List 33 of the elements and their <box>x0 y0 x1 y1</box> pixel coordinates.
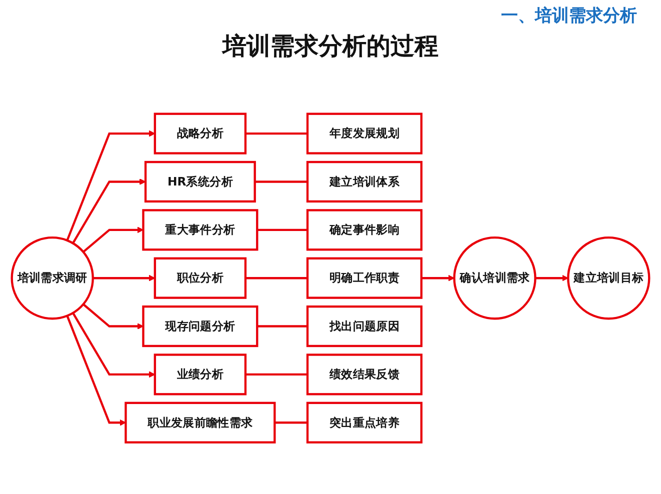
section-heading: 一、培训需求分析 <box>501 5 637 27</box>
node-box: 现存问题分析 <box>142 305 258 347</box>
node-circle: 确认培训需求 <box>453 236 536 320</box>
node-box: 年度发展规划 <box>306 112 422 154</box>
connector <box>274 421 308 424</box>
arrow <box>66 315 126 426</box>
node-box: 战略分析 <box>154 112 247 154</box>
node-box: 突出重点培养 <box>306 402 422 444</box>
arrow <box>535 274 568 282</box>
node-box: 绩效结果反馈 <box>306 354 422 396</box>
connector <box>257 228 308 231</box>
arrow <box>421 274 455 282</box>
diagram-title: 培训需求分析的过程 <box>220 31 440 62</box>
node-box: 职业发展前瞻性需求 <box>124 402 276 444</box>
connector <box>254 180 308 183</box>
connector <box>257 325 308 328</box>
node-box: 找出问题原因 <box>306 305 422 347</box>
connector <box>245 373 308 376</box>
connector <box>245 132 308 135</box>
node-box: 明确工作职责 <box>306 257 422 299</box>
connector <box>245 276 308 280</box>
node-box: 职位分析 <box>154 257 247 299</box>
arrow <box>72 178 146 244</box>
arrow <box>72 312 156 378</box>
node-box: HR系统分析 <box>144 160 256 202</box>
node-circle: 培训需求调研 <box>10 236 94 320</box>
arrow <box>82 303 144 330</box>
node-box: 确定事件影响 <box>306 209 422 251</box>
node-box: 重大事件分析 <box>142 209 258 251</box>
node-box: 业绩分析 <box>154 354 247 396</box>
arrow <box>82 226 144 253</box>
arrow <box>66 130 156 241</box>
arrow <box>92 274 156 282</box>
